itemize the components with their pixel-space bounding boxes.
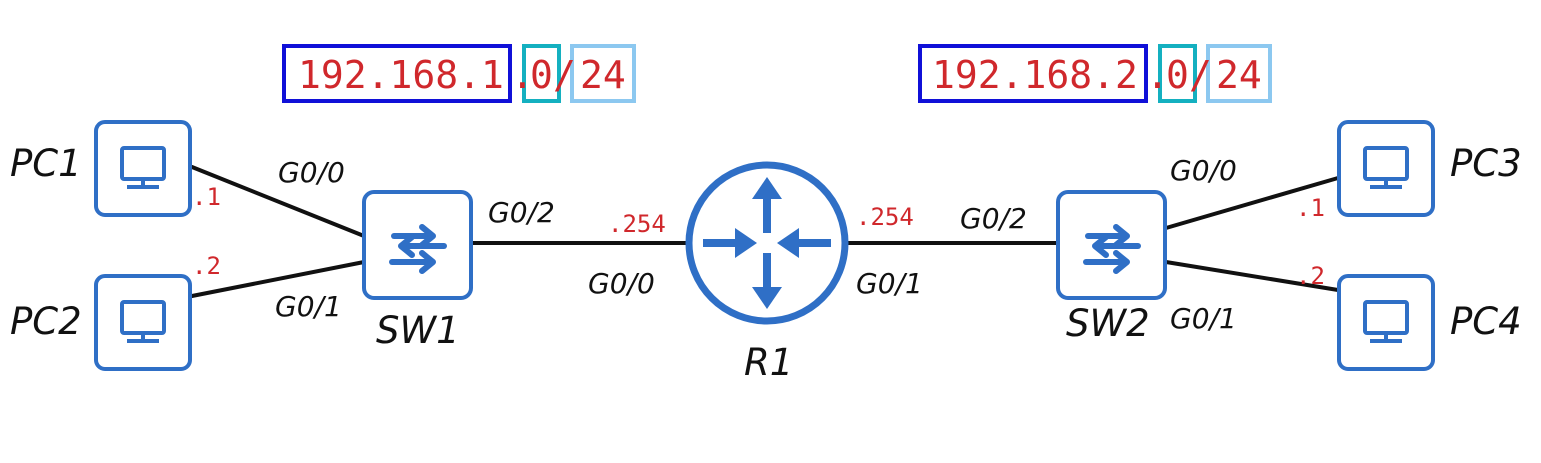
network-dot-text: . (1146, 53, 1169, 97)
pc2-node[interactable] (94, 274, 192, 371)
monitor-icon (1363, 300, 1409, 343)
pc2-label: PC2 (10, 300, 82, 343)
monitor-icon (120, 300, 166, 343)
network-portion-box (282, 44, 512, 103)
pc3-node[interactable] (1337, 120, 1435, 217)
links (190, 165, 1340, 298)
r1-g0-0-label: G0/0 (588, 267, 655, 300)
prefix-length-text: 24 (580, 53, 626, 97)
pc4-label: PC4 (1450, 300, 1522, 343)
sw1-node[interactable] (362, 190, 473, 300)
link-sw2-pc4 (1164, 260, 1340, 292)
host-portion-box (522, 44, 561, 103)
link-sw2-pc3 (1164, 176, 1340, 230)
sw2-label: SW2 (1066, 302, 1150, 345)
pc1-ip-label: .1 (192, 183, 221, 211)
host-portion-text: 0 (1166, 53, 1189, 97)
network-portion-text: 192.168.2 (932, 53, 1138, 97)
pc4-ip-label: .2 (1296, 262, 1325, 290)
pc2-ip-label: .2 (192, 252, 221, 280)
r1-right-ip-label: .254 (856, 203, 914, 231)
r1-label: R1 (744, 341, 793, 384)
sw2-node[interactable] (1056, 190, 1167, 300)
switch-icon (1083, 224, 1141, 274)
switch-icon (389, 224, 447, 274)
prefix-slash-text: / (553, 53, 576, 97)
host-portion-text: 0 (530, 53, 553, 97)
network-address-left: 192.168.1 . 0 / 24 (282, 44, 636, 103)
link-pc1-sw1 (190, 165, 366, 238)
pc4-node[interactable] (1337, 274, 1435, 371)
prefix-length-box (1206, 44, 1272, 103)
r1-node[interactable] (685, 161, 849, 325)
prefix-length-text: 24 (1216, 53, 1262, 97)
monitor-icon (1363, 146, 1409, 189)
network-portion-text: 192.168.1 (298, 53, 504, 97)
network-dot-text: . (511, 53, 534, 97)
sw1-g0-1-label: G0/1 (275, 290, 342, 323)
pc1-node[interactable] (94, 120, 192, 217)
pc3-ip-label: .1 (1296, 194, 1325, 222)
sw1-g0-2-label: G0/2 (488, 196, 555, 229)
pc3-label: PC3 (1450, 142, 1522, 185)
prefix-length-box (570, 44, 636, 103)
network-address-right: 192.168.2 . 0 / 24 (918, 44, 1272, 103)
pc1-label: PC1 (10, 142, 82, 185)
sw2-g0-0-label: G0/0 (1170, 154, 1237, 187)
prefix-slash-text: / (1189, 53, 1212, 97)
sw1-g0-0-label: G0/0 (278, 156, 345, 189)
sw1-label: SW1 (376, 309, 460, 352)
sw2-g0-1-label: G0/1 (1170, 302, 1237, 335)
r1-g0-1-label: G0/1 (856, 267, 923, 300)
r1-left-ip-label: .254 (608, 210, 666, 238)
network-portion-box (918, 44, 1148, 103)
router-icon (703, 177, 831, 309)
sw2-g0-2-label: G0/2 (960, 202, 1027, 235)
link-pc2-sw1 (190, 260, 366, 298)
host-portion-box (1158, 44, 1197, 103)
monitor-icon (120, 146, 166, 189)
